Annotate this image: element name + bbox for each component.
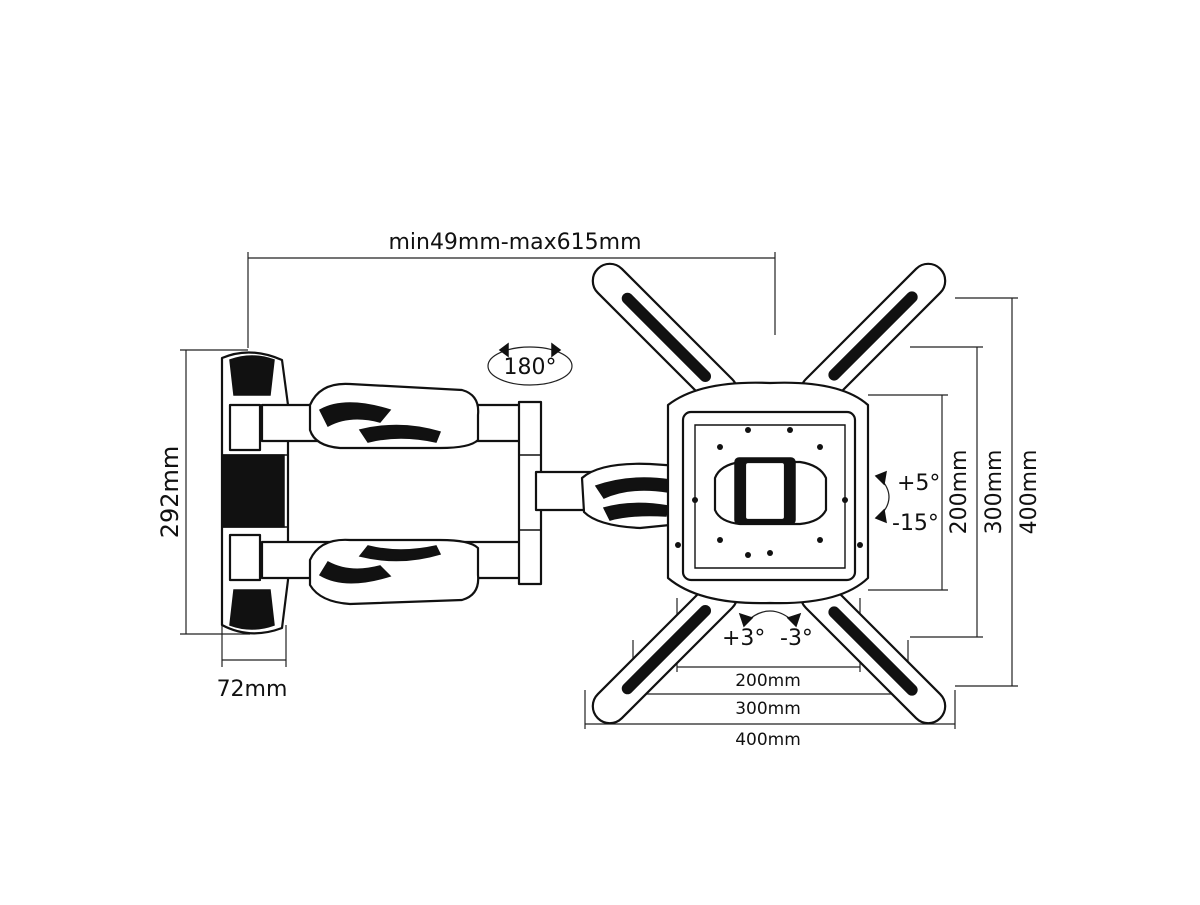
rail-bottom-right <box>799 577 947 725</box>
rotation-arrow-icon <box>738 610 802 628</box>
vesa-vertical-dimensions <box>868 297 1018 687</box>
rotate-ccw-label: -3° <box>780 626 813 651</box>
rotate-cw-label: +3° <box>722 626 765 651</box>
vesa-v-200-label: 200mm <box>947 450 972 535</box>
tilt-arrow-icon <box>874 470 890 524</box>
wall-plate <box>220 351 290 635</box>
swivel-indicator <box>487 342 573 386</box>
vesa-v-300-label: 300mm <box>982 450 1007 535</box>
extension-dimension <box>247 252 776 348</box>
swivel-label: 180° <box>504 355 557 380</box>
vesa-h-200-label: 200mm <box>735 671 801 691</box>
tilt-down-label: -15° <box>892 511 939 536</box>
vesa-v-400-label: 400mm <box>1017 450 1042 535</box>
rail-top-left <box>591 262 739 410</box>
wall-height-label: 292mm <box>156 446 184 539</box>
vesa-holes <box>675 427 863 558</box>
vesa-h-400-label: 400mm <box>735 730 801 750</box>
upper-arm <box>260 382 534 450</box>
rail-bottom-left <box>591 577 739 725</box>
lower-arm <box>260 538 534 606</box>
wall-depth-label: 72mm <box>217 677 288 702</box>
vesa-h-300-label: 300mm <box>735 699 801 719</box>
wall-height-dimension <box>180 349 250 635</box>
secondary-arm <box>534 462 682 530</box>
wall-depth-dimension <box>221 625 287 667</box>
tv-bracket <box>591 262 947 725</box>
extension-label: min49mm-max615mm <box>388 230 641 255</box>
rail-top-right <box>799 262 947 410</box>
tilt-up-label: +5° <box>897 471 940 496</box>
